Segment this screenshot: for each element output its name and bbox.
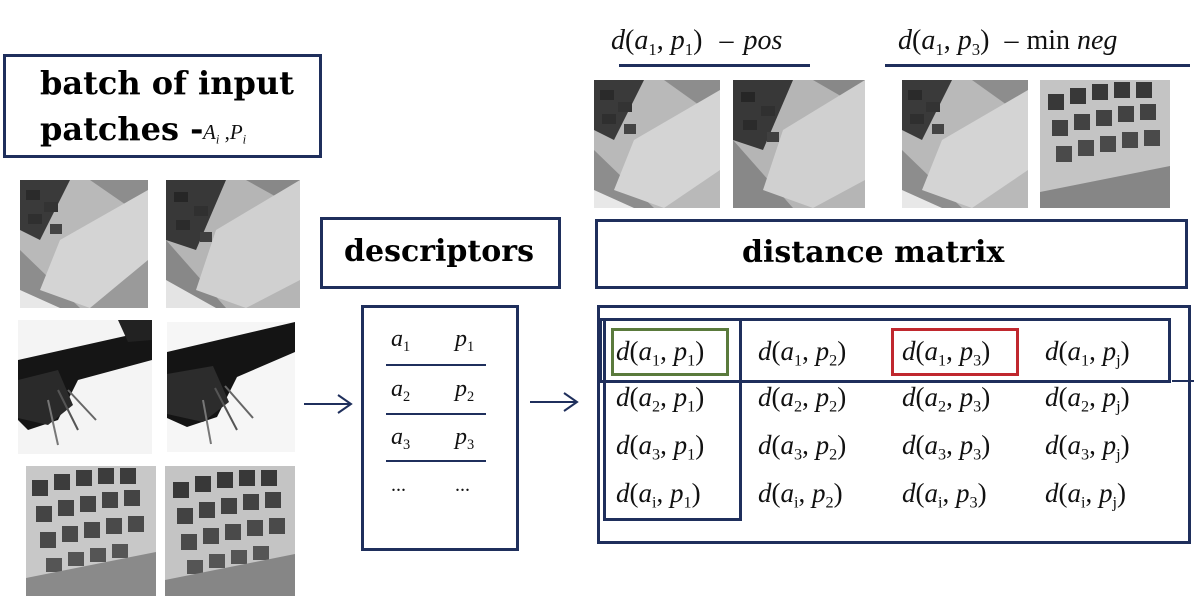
descriptor-a1: a1 bbox=[391, 326, 411, 356]
matrix-cell: d(ai, p1) bbox=[616, 478, 701, 512]
matrix-cell: d(ai, p3) bbox=[902, 478, 987, 512]
positive-pair-highlight bbox=[611, 328, 729, 376]
descriptor-divider-1 bbox=[386, 364, 486, 366]
descriptor-p3: p3 bbox=[455, 424, 475, 454]
matrix-cell: d(a3, pj) bbox=[1045, 430, 1130, 464]
descriptor-divider-2 bbox=[386, 413, 486, 415]
descriptor-a2: a2 bbox=[391, 376, 411, 406]
distance-matrix-label-box bbox=[595, 219, 1188, 289]
descriptor-p1: p1 bbox=[455, 326, 475, 356]
descriptor-p2: p2 bbox=[455, 376, 475, 406]
descriptors-label-box bbox=[320, 217, 561, 289]
positive-distance-label: d(a1, p1) –pos bbox=[611, 25, 783, 59]
input-patches-variables: Ai ,Pi bbox=[203, 120, 247, 147]
matrix-cell: d(a3, p1) bbox=[616, 430, 705, 464]
positive-column-highlight bbox=[603, 318, 742, 521]
hardest-negative-highlight bbox=[891, 328, 1019, 376]
anchor-row-highlight bbox=[599, 318, 1171, 383]
matrix-cell: d(a3, p3) bbox=[902, 430, 991, 464]
positive-patch-2 bbox=[167, 322, 295, 452]
anchor-patch-2 bbox=[18, 320, 152, 454]
matrix-cell: d(a2, p3) bbox=[902, 382, 991, 416]
descriptor-a3: a3 bbox=[391, 424, 411, 454]
distance-matrix-title: distance matrix bbox=[742, 235, 1005, 270]
descriptor-ellipsis-a: ... bbox=[391, 474, 406, 496]
neg-anchor-patch bbox=[902, 80, 1028, 208]
matrix-cell: d(a2, p1) bbox=[616, 382, 705, 416]
matrix-right-tick bbox=[1172, 380, 1194, 382]
descriptors-title: descriptors bbox=[344, 234, 534, 269]
anchor-patch-1 bbox=[20, 180, 148, 308]
descriptor-divider-3 bbox=[386, 460, 486, 462]
matrix-cell: d(a3, p2) bbox=[758, 430, 847, 464]
matrix-cell: d(a1, p1) bbox=[616, 336, 705, 370]
neg-negative-patch bbox=[1040, 80, 1170, 208]
arrow-to-descriptors-icon bbox=[304, 394, 353, 414]
positive-patch-1 bbox=[166, 180, 300, 308]
anchor-patch-3 bbox=[26, 466, 156, 596]
input-patches-title-line2: patches - bbox=[40, 110, 204, 148]
matrix-cell: d(a2, pj) bbox=[1045, 382, 1130, 416]
descriptor-ellipsis-p: ... bbox=[455, 474, 470, 496]
input-patches-title-line1: batch of input bbox=[40, 64, 294, 102]
matrix-cell: d(ai, p2) bbox=[758, 478, 843, 512]
negative-label-underline bbox=[885, 64, 1190, 67]
matrix-cell: d(a1, p3) bbox=[902, 336, 991, 370]
arrow-to-distance-matrix-icon bbox=[530, 392, 579, 412]
input-patches-label-box bbox=[3, 54, 322, 158]
positive-patch-3 bbox=[165, 466, 295, 596]
distance-matrix-frame bbox=[597, 305, 1191, 544]
positive-label-underline bbox=[619, 64, 810, 67]
descriptors-table-box bbox=[361, 305, 519, 551]
pos-positive-patch bbox=[733, 80, 865, 208]
matrix-cell: d(a1, pj) bbox=[1045, 336, 1130, 370]
pos-anchor-patch bbox=[594, 80, 720, 208]
matrix-cell: d(a2, p2) bbox=[758, 382, 847, 416]
matrix-cell: d(a1, p2) bbox=[758, 336, 847, 370]
matrix-cell: d(ai, pj) bbox=[1045, 478, 1126, 512]
negative-distance-label: d(a1, p3) –min neg bbox=[898, 25, 1118, 59]
